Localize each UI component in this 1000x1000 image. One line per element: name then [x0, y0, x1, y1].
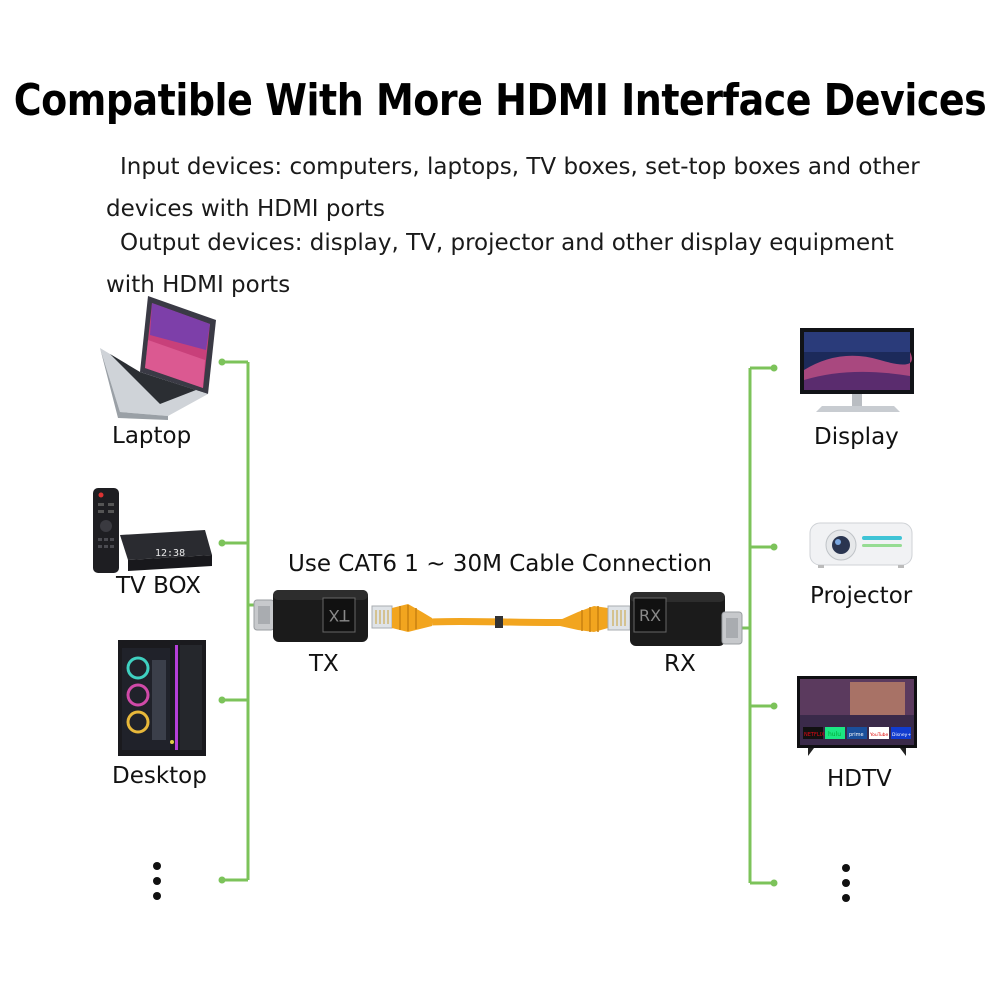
desktop-label: Desktop	[112, 763, 207, 789]
output-devices-description: Output devices: display, TV, projector a…	[106, 230, 894, 298]
laptop-label: Laptop	[112, 423, 192, 449]
tv-box-icon: 12:38	[93, 488, 212, 573]
tile-prime: prime	[849, 732, 864, 738]
tile-disney: Disney+	[892, 732, 911, 738]
projector-icon	[809, 522, 913, 568]
tx-adapter-icon: TX	[253, 590, 368, 642]
input-bracket	[222, 360, 262, 882]
tvbox-clock: 12:38	[155, 548, 185, 559]
input-devices-description: Input devices: computers, laptops, TV bo…	[106, 154, 920, 222]
tile-hulu: hulu	[828, 731, 841, 738]
tile-netflix: NETFLIX	[804, 732, 825, 738]
tx-label: TX	[309, 651, 339, 677]
page-title: Compatible With More HDMI Interface Devi…	[13, 74, 987, 126]
tv-app-tiles: NETFLIX hulu prime YouTube Disney+	[803, 727, 911, 739]
tv-box-label: TV BOX	[116, 573, 201, 599]
rx-body-text: RX	[639, 606, 661, 625]
rx-label: RX	[664, 651, 696, 677]
display-icon	[800, 328, 914, 412]
laptop-icon	[100, 296, 216, 420]
tx-body-text: TX	[329, 606, 351, 625]
rx-adapter-icon: RX	[630, 592, 743, 646]
desktop-icon	[118, 640, 206, 756]
cable-connection-label: Use CAT6 1 ~ 30M Cable Connection	[288, 551, 712, 577]
hdtv-icon: NETFLIX hulu prime YouTube Disney+	[797, 676, 917, 756]
more-inputs-ellipsis	[153, 862, 161, 900]
more-outputs-ellipsis	[842, 864, 850, 902]
projector-label: Projector	[810, 583, 913, 609]
display-label: Display	[814, 424, 899, 450]
hdtv-label: HDTV	[827, 766, 892, 792]
tile-youtube: YouTube	[869, 732, 889, 738]
cat6-cable	[371, 604, 631, 632]
